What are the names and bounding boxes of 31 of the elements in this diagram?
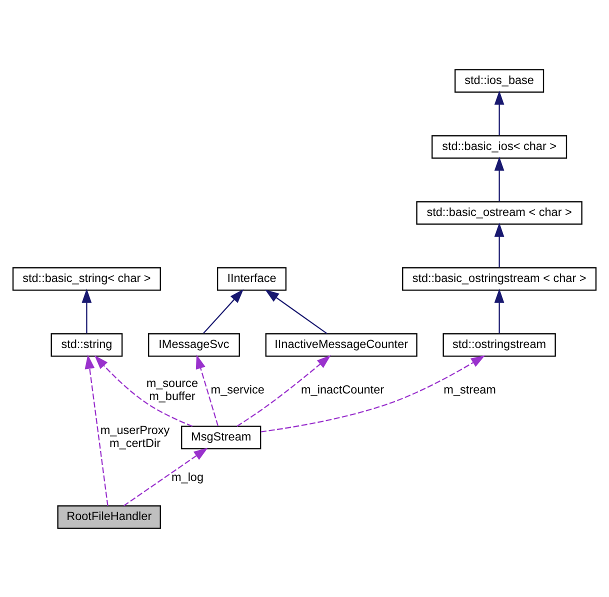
node-box: std::basic_ostream < char >	[416, 200, 582, 224]
node-box: IInterface	[216, 266, 287, 290]
arrow	[84, 354, 108, 506]
edge-label: m_inactCounter	[300, 382, 384, 396]
arrow	[494, 222, 504, 267]
arrow	[494, 288, 504, 333]
node-box: std::basic_ostringstream < char >	[402, 266, 597, 290]
node-box: RootFileHandler	[57, 504, 161, 528]
arrow	[236, 354, 331, 426]
node-box: MsgStream	[181, 425, 262, 449]
arrow	[94, 354, 193, 426]
node-box: std::basic_string< char >	[12, 266, 161, 290]
edge-label: m_log	[171, 470, 204, 484]
node-box: std::ostringstream	[442, 332, 556, 356]
node-box: std::basic_ios< char >	[432, 134, 568, 158]
edge-label: m_userProxy m_certDir	[100, 423, 170, 450]
node-box: std::string	[50, 332, 123, 356]
node-box: IMessageSvc	[148, 332, 240, 356]
arrow	[123, 447, 208, 506]
edge-label: m_source m_buffer	[146, 376, 198, 402]
node-box: std::ios_base	[454, 68, 544, 92]
arrow	[260, 354, 486, 432]
arrow	[494, 156, 504, 201]
edge-label: m_stream	[444, 382, 496, 396]
edge-label: m_service	[210, 382, 264, 396]
arrow	[203, 288, 244, 334]
arrow	[264, 289, 328, 334]
node-box: IInactiveMessageCounter	[265, 332, 418, 356]
arrow	[82, 288, 92, 333]
arrow	[196, 354, 219, 426]
arrow	[494, 90, 504, 135]
